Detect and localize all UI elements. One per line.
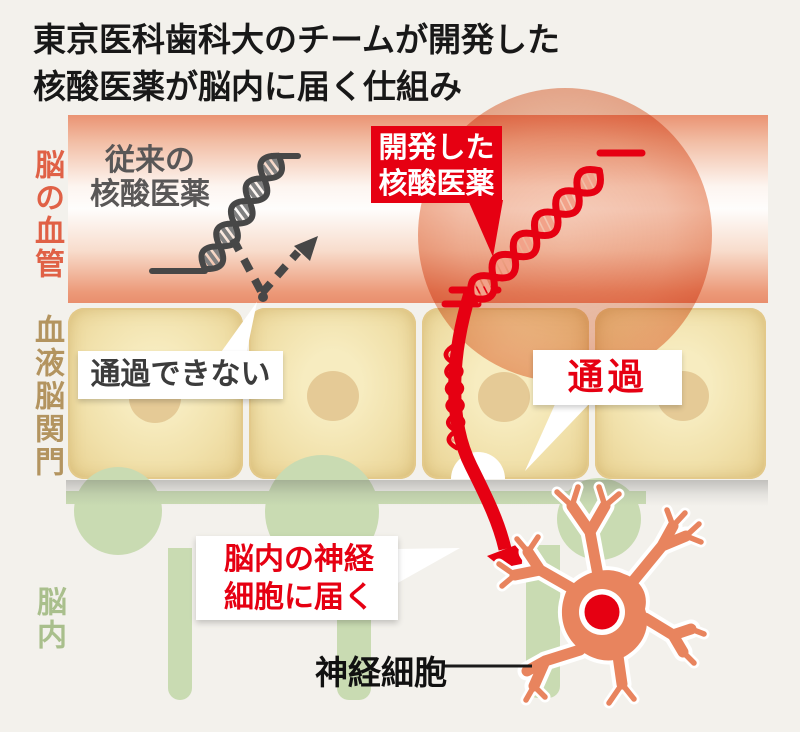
cannot-pass-callout: 通過できない xyxy=(78,351,283,399)
side-label-brain-blood-vessel: 脳の血管 xyxy=(29,149,64,281)
cell-nucleus xyxy=(478,372,530,422)
title-line-2: 核酸医薬が脳内に届く仕組み xyxy=(33,67,462,106)
side-label-inside-brain: 脳内 xyxy=(31,586,66,652)
reach-callout-tail xyxy=(396,548,460,584)
developed-drug-callout: 開発した 核酸医薬 xyxy=(371,126,502,203)
conventional-drug-label: 従来の 核酸医薬 xyxy=(84,144,216,212)
developed-drug-line-2: 核酸医薬 xyxy=(378,166,495,200)
neuron-nucleus xyxy=(584,594,620,630)
developed-drug-callout-tail xyxy=(468,200,503,257)
red-dna-helix-icon xyxy=(441,149,646,308)
cell-nucleus xyxy=(307,371,359,421)
title-line-1: 東京医科歯科大のチームが開発した xyxy=(33,20,561,59)
conventional-drug-line-1: 従来の xyxy=(105,143,195,178)
conventional-drug-line-2: 核酸医薬 xyxy=(90,177,210,212)
reach-line-2: 細胞に届く xyxy=(224,580,374,615)
neuron-cell-label: 神経細胞 xyxy=(315,653,447,692)
gray-dna-helix-icon xyxy=(149,152,301,274)
reach-neuron-callout: 脳内の神経 細胞に届く xyxy=(196,536,398,620)
pass-callout-tail xyxy=(525,402,591,471)
neuron-cell-icon xyxy=(493,481,710,709)
barrier-drop-shadow xyxy=(66,480,768,506)
side-label-blood-brain-barrier: 血液脳関門 xyxy=(29,314,64,479)
page-title: 東京医科歯科大のチームが開発した 核酸医薬が脳内に届く仕組み xyxy=(33,16,560,110)
dashed-bounce-arrow-icon xyxy=(229,236,318,302)
cannot-pass-callout-tail xyxy=(219,302,257,355)
astrocyte-stem xyxy=(168,548,192,700)
reach-line-1: 脳内の神経 xyxy=(224,542,374,577)
developed-drug-line-1: 開発した xyxy=(378,130,495,164)
astrocyte-stem xyxy=(337,606,371,700)
astrocyte-endfoot xyxy=(74,467,162,555)
pass-callout: 通過 xyxy=(533,350,682,405)
